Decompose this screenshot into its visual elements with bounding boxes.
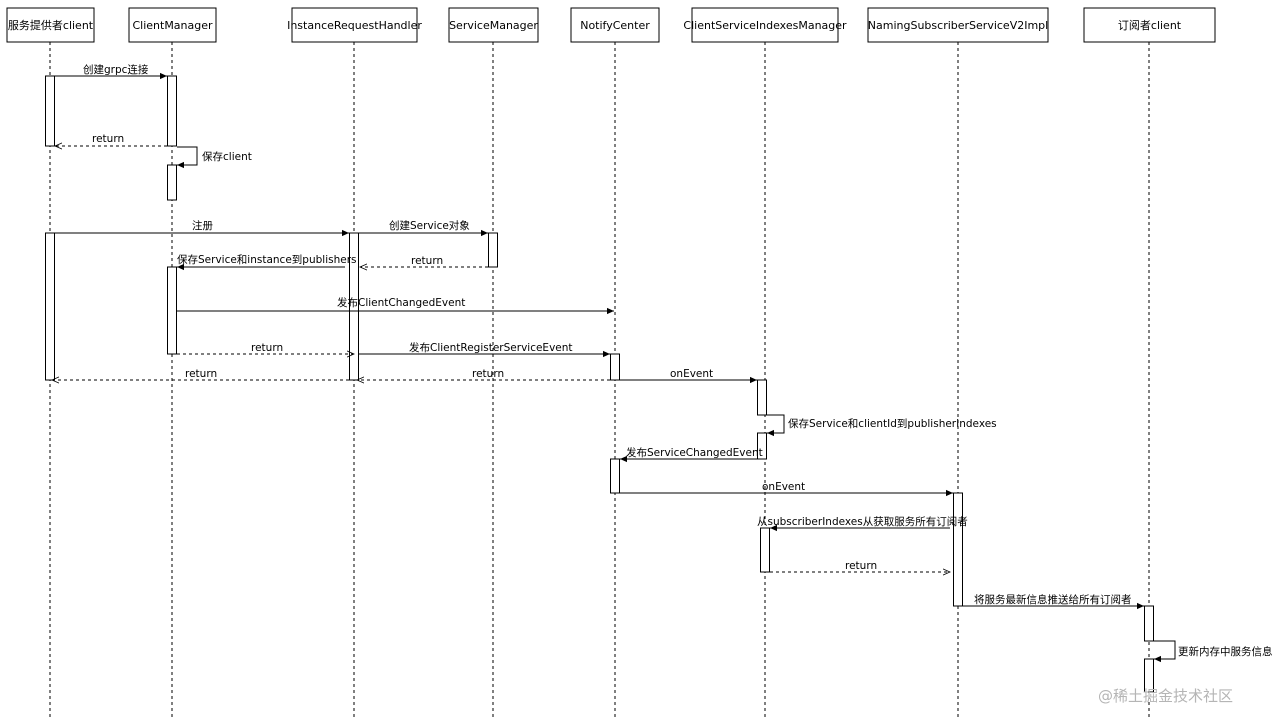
message-label: 发布ClientRegisterServiceEvent xyxy=(409,341,573,354)
participant-service-manager-label: ServiceManager xyxy=(449,19,538,32)
participant-subscriber: 订阅者client xyxy=(1083,7,1216,43)
activation-bar xyxy=(488,232,498,268)
message-label: 发布ClientChangedEvent xyxy=(337,296,465,309)
message-label: 更新内存中服务信息 xyxy=(1178,645,1273,658)
message-label: return xyxy=(411,255,443,267)
message-label: 创建Service对象 xyxy=(389,219,470,232)
activation-bar xyxy=(760,527,770,573)
message-label: return xyxy=(845,560,877,572)
message-return: return xyxy=(357,368,610,380)
participant-service-manager: ServiceManager xyxy=(448,7,539,43)
message-create-grpc: 创建grpc连接 xyxy=(55,63,167,80)
message-label: 从subscriberIndexes从获取服务所有订阅者 xyxy=(757,515,968,528)
activation-bar xyxy=(757,379,767,416)
activation-bar xyxy=(610,458,620,494)
watermark: @稀土掘金技术社区 xyxy=(1098,687,1233,705)
message-return: return xyxy=(770,560,950,572)
participant-client-service-indexes-manager: ClientServiceIndexesManager xyxy=(683,7,847,43)
message-return: return xyxy=(177,342,354,354)
message-on-event: onEvent xyxy=(620,481,953,497)
activation-bar xyxy=(167,164,177,201)
message-label: 发布ServiceChangedEvent xyxy=(626,446,763,459)
message-label: return xyxy=(472,368,504,380)
activation-bar xyxy=(610,353,620,381)
activation-bars xyxy=(45,75,1154,693)
activation-bar xyxy=(953,492,963,607)
message-label: 保存Service和instance到publishers xyxy=(177,253,356,266)
activation-bar xyxy=(349,232,359,381)
message-publish-client-changed-event: 发布ClientChangedEvent xyxy=(177,296,614,315)
message-publish-service-changed-event: 发布ServiceChangedEvent xyxy=(620,446,763,463)
message-on-event: onEvent xyxy=(620,368,757,384)
message-update-service-info: 更新内存中服务信息 xyxy=(1154,640,1273,663)
participant-subscriber-label: 订阅者client xyxy=(1118,19,1182,32)
message-push-to-subscribers: 将服务最新信息推送给所有订阅者 xyxy=(963,593,1144,610)
participant-provider-label: 服务提供者client xyxy=(8,18,94,32)
message-label: 创建grpc连接 xyxy=(83,63,149,76)
message-save-service-client-id: 保存Service和clientId到publisherIndexes xyxy=(767,414,997,437)
participant-client-service-indexes-manager-label: ClientServiceIndexesManager xyxy=(683,19,847,32)
activation-bar xyxy=(757,432,767,460)
message-return: return xyxy=(360,255,488,267)
message-publish-client-register-service-event: 发布ClientRegisterServiceEvent xyxy=(359,341,610,358)
activation-bar xyxy=(167,75,177,147)
message-label: return xyxy=(185,368,217,380)
message-label: 保存Service和clientId到publisherIndexes xyxy=(788,417,997,430)
message-label: 将服务最新信息推送给所有订阅者 xyxy=(974,593,1132,606)
message-label: return xyxy=(92,133,124,145)
activation-bar xyxy=(1144,658,1154,693)
message-save-client: 保存client xyxy=(177,146,252,169)
message-return: return xyxy=(55,133,167,146)
message-label: onEvent xyxy=(670,368,713,380)
messages: 创建grpc连接 return 保存client 注册 创建Service对象 … xyxy=(52,63,1273,663)
activation-bar xyxy=(45,232,55,381)
participant-client-manager: ClientManager xyxy=(128,7,217,43)
participant-naming-subscriber-service: NamingSubscriberServiceV2Impl xyxy=(867,7,1049,43)
participant-naming-subscriber-service-label: NamingSubscriberServiceV2Impl xyxy=(868,19,1048,32)
participant-notify-center-label: NotifyCenter xyxy=(580,19,650,32)
message-create-service: 创建Service对象 xyxy=(359,219,488,237)
message-label: return xyxy=(251,342,283,354)
message-label: 注册 xyxy=(192,219,213,232)
participant-instance-request-handler-label: InstanceRequestHandler xyxy=(287,19,422,32)
message-label: 保存client xyxy=(202,150,252,163)
participant-provider: 服务提供者client xyxy=(6,7,95,43)
participant-headers: 服务提供者client ClientManager InstanceReques… xyxy=(6,7,1216,43)
activation-bar xyxy=(45,75,55,147)
participant-notify-center: NotifyCenter xyxy=(570,7,660,43)
activation-bar xyxy=(1144,605,1154,642)
message-save-service-instance: 保存Service和instance到publishers xyxy=(177,253,356,271)
activation-bar xyxy=(167,266,177,355)
message-register: 注册 xyxy=(55,219,349,237)
message-return: return xyxy=(52,368,349,380)
message-label: onEvent xyxy=(762,481,805,493)
message-get-subscribers: 从subscriberIndexes从获取服务所有订阅者 xyxy=(757,515,968,532)
participant-client-manager-label: ClientManager xyxy=(132,19,213,32)
participant-instance-request-handler: InstanceRequestHandler xyxy=(287,7,422,43)
